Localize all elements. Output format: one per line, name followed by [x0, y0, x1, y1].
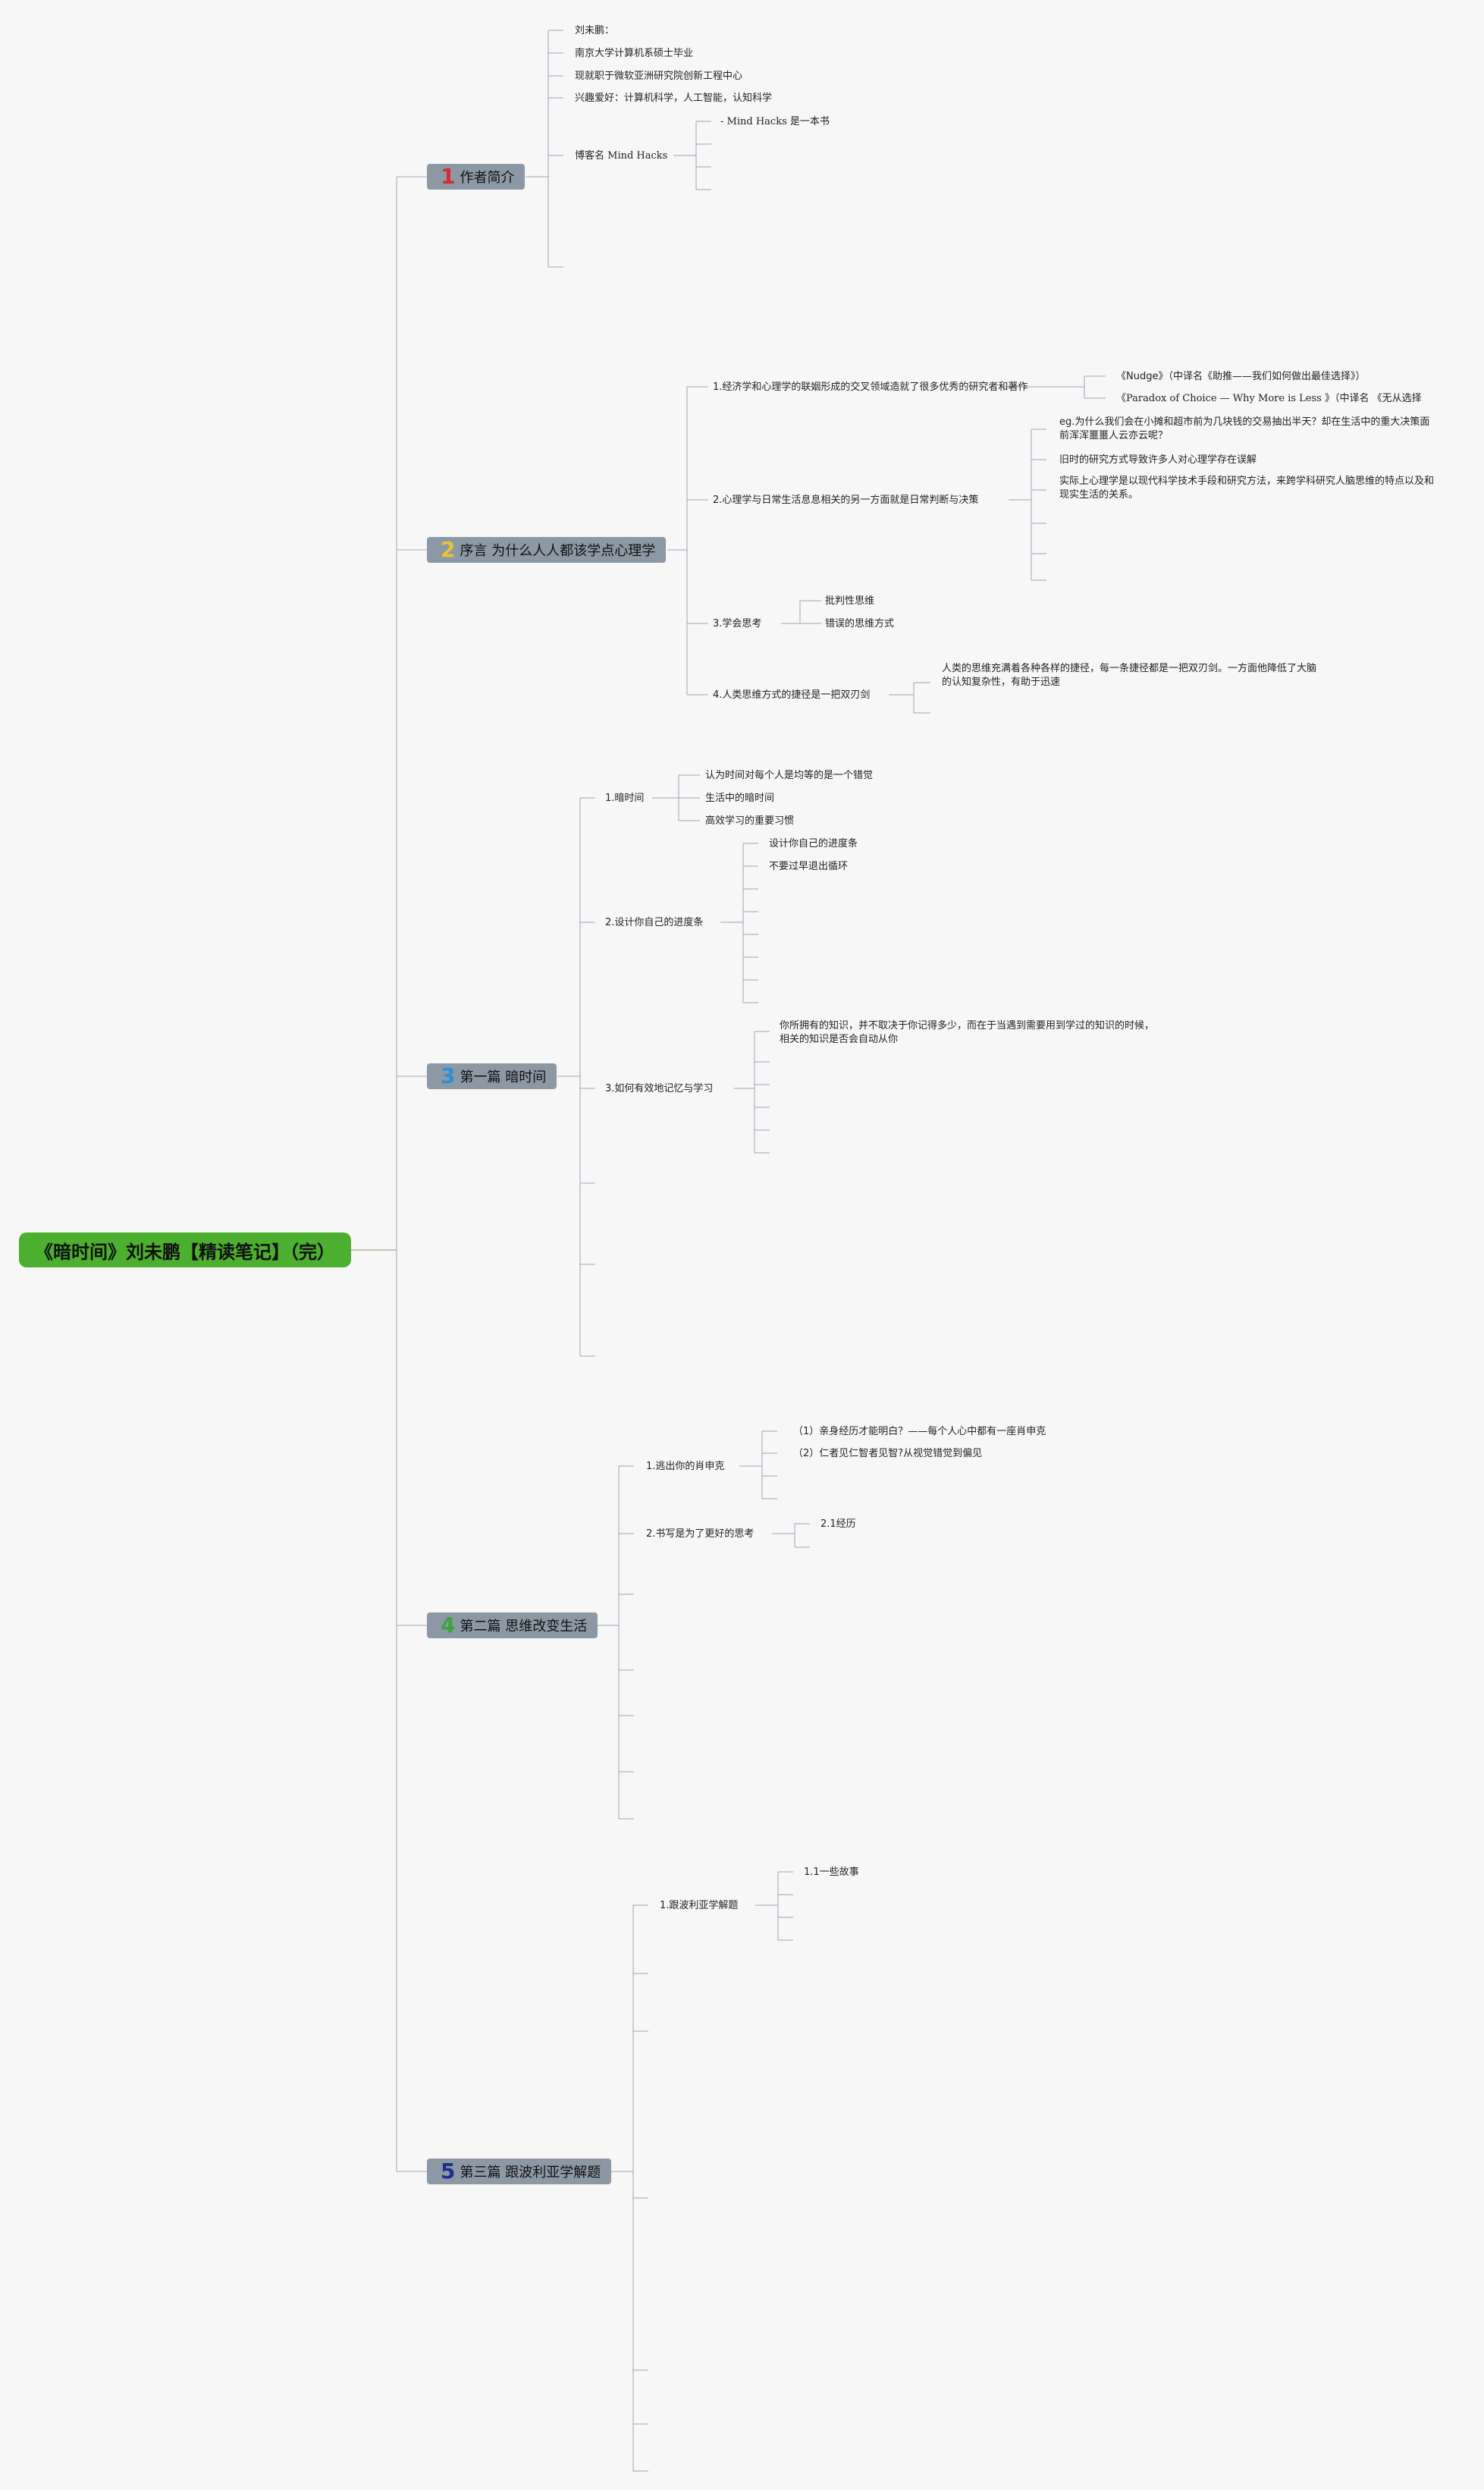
node-preface-2b[interactable]: 旧时的研究方式导致许多人对心理学存在误解 — [1059, 454, 1257, 466]
node-preface-1a[interactable]: 《Nudge》（中译名《助推——我们如何做出最佳选择》） — [1116, 371, 1366, 382]
node-thinking-1b[interactable]: （2）仁者见仁智者见智?从视觉错觉到偏见 — [793, 1448, 983, 1459]
topic-label: 序言 为什么人人都该学点心理学 — [460, 543, 656, 559]
node-preface-2a[interactable]: eg.为什么我们会在小摊和超市前为几块钱的交易抽出半天？却在生活中的重大决策面前… — [1059, 416, 1430, 441]
node-author-blog[interactable]: 博客名 Mind Hacks — [575, 150, 668, 162]
topic-thinking[interactable]: 4 第二篇 思维改变生活 — [427, 1612, 598, 1638]
node-preface-3b[interactable]: 错误的思维方式 — [825, 618, 895, 630]
topic-number: 5 — [441, 2159, 456, 2184]
topic-label: 第二篇 思维改变生活 — [460, 1619, 588, 1634]
node-thinking-1a[interactable]: （1）亲身经历才能明白？——每个人心中都有一座肖申克 — [793, 1426, 1046, 1437]
node-preface-4[interactable]: 4.人类思维方式的捷径是一把双刃剑 — [713, 689, 871, 701]
node-preface-1[interactable]: 1.经济学和心理学的联姻形成的交叉领域造就了很多优秀的研究者和著作 — [713, 382, 1028, 393]
root-topic[interactable]: 《暗时间》刘未鹏【精读笔记】（完） — [19, 1232, 351, 1267]
node-preface-2[interactable]: 2.心理学与日常生活息息相关的另一方面就是日常判断与决策 — [713, 495, 979, 506]
topic-label: 第三篇 跟波利亚学解题 — [460, 2165, 601, 2181]
node-blog-note[interactable]: - Mind Hacks 是一本书 — [720, 116, 830, 127]
node-preface-4a[interactable]: 人类的思维充满着各种各样的捷径，每一条捷径都是一把双刃剑。一方面他降低了大脑的认… — [942, 663, 1317, 688]
node-darktime-2a[interactable]: 设计你自己的进度条 — [769, 838, 858, 849]
topic-dark-time[interactable]: 3 第一篇 暗时间 — [427, 1063, 557, 1089]
node-author-name[interactable]: 刘未鹏： — [575, 25, 615, 36]
node-thinking-1[interactable]: 1.逃出你的肖申克 — [646, 1461, 725, 1472]
node-darktime-2b[interactable]: 不要过早退出循环 — [769, 861, 849, 872]
topic-label: 作者简介 — [460, 170, 515, 186]
topic-preface[interactable]: 2 序言 为什么人人都该学点心理学 — [427, 537, 667, 563]
topic-polya[interactable]: 5 第三篇 跟波利亚学解题 — [427, 2159, 612, 2184]
node-polya-1a[interactable]: 1.1一些故事 — [804, 1867, 859, 1878]
node-thinking-2a[interactable]: 2.1经历 — [820, 1518, 856, 1530]
node-author-education[interactable]: 南京大学计算机系硕士毕业 — [575, 48, 694, 59]
node-darktime-1c[interactable]: 高效学习的重要习惯 — [705, 815, 795, 827]
node-darktime-3[interactable]: 3.如何有效地记忆与学习 — [605, 1083, 714, 1094]
node-preface-3a[interactable]: 批判性思维 — [825, 595, 875, 607]
node-darktime-1b[interactable]: 生活中的暗时间 — [705, 793, 775, 804]
node-darktime-2[interactable]: 2.设计你自己的进度条 — [605, 917, 704, 928]
topic-author-intro[interactable]: 1 作者简介 — [427, 164, 526, 190]
node-thinking-2[interactable]: 2.书写是为了更好的思考 — [646, 1528, 755, 1540]
topic-number: 1 — [441, 164, 456, 189]
topic-number: 3 — [441, 1063, 456, 1088]
node-darktime-1[interactable]: 1.暗时间 — [605, 793, 645, 804]
node-preface-3[interactable]: 3.学会思考 — [713, 618, 762, 630]
node-darktime-3a[interactable]: 你所拥有的知识，并不取决于你记得多少，而在于当遇到需要用到学过的知识的时候，相关… — [780, 1020, 1155, 1045]
node-preface-2c[interactable]: 实际上心理学是以现代科学技术手段和研究方法，来跨学科研究人脑思维的特点以及和现实… — [1059, 476, 1435, 501]
node-author-hobby[interactable]: 兴趣爱好：计算机科学，人工智能，认知科学 — [575, 93, 773, 104]
node-preface-1b[interactable]: 《Paradox of Choice — Why More is Less 》（… — [1116, 393, 1422, 404]
node-author-job[interactable]: 现就职于微软亚洲研究院创新工程中心 — [575, 71, 743, 82]
node-darktime-1a[interactable]: 认为时间对每个人是均等的是一个错觉 — [705, 770, 874, 781]
topic-label: 第一篇 暗时间 — [460, 1069, 547, 1085]
topic-number: 4 — [441, 1612, 456, 1637]
node-polya-1[interactable]: 1.跟波利亚学解题 — [660, 1900, 739, 1911]
topic-number: 2 — [441, 537, 456, 562]
